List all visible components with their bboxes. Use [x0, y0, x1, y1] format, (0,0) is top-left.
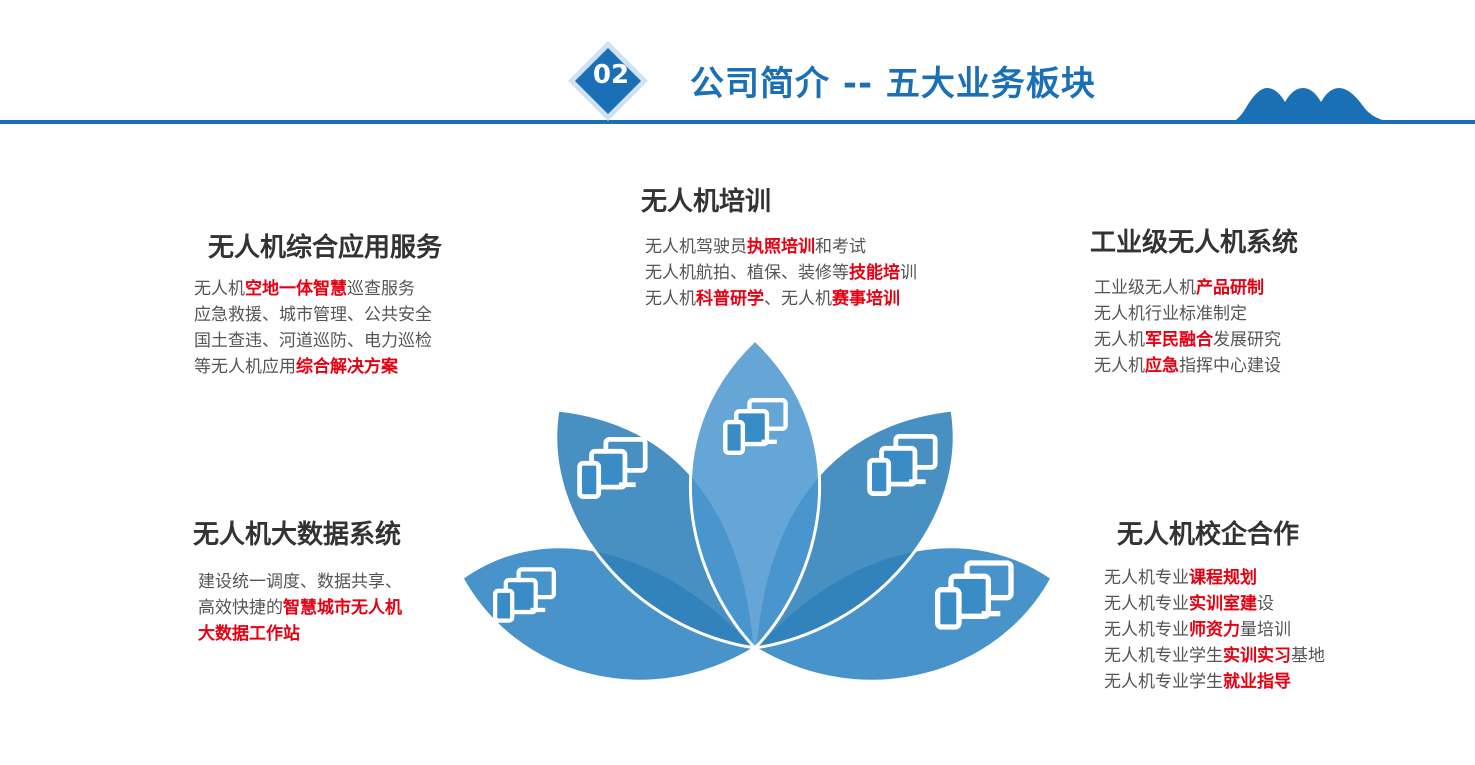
line-text: 基地 — [1291, 646, 1325, 666]
block-lines: 无人机空地一体智慧巡查服务应急救援、城市管理、公共安全国土查违、河道巡防、电力巡… — [194, 276, 442, 380]
block-line: 无人机行业标准制定 — [1094, 301, 1298, 327]
highlight-text: 军民融合 — [1145, 330, 1213, 350]
block-line: 无人机空地一体智慧巡查服务 — [194, 276, 442, 302]
line-text: 无人机专业 — [1104, 568, 1189, 588]
header-divider — [0, 120, 1475, 124]
block-lines: 工业级无人机产品研制无人机行业标准制定无人机军民融合发展研究无人机应急指挥中心建… — [1094, 275, 1298, 379]
block-line: 国土查违、河道巡防、电力巡检 — [194, 328, 442, 354]
mountain-decoration-icon — [1225, 88, 1410, 124]
line-text: 量培训 — [1240, 620, 1291, 640]
highlight-text: 实训实习 — [1223, 646, 1291, 666]
line-text: 无人机行业标准制定 — [1094, 304, 1247, 324]
block-industrial: 工业级无人机系统 工业级无人机产品研制无人机行业标准制定无人机军民融合发展研究无… — [1090, 222, 1298, 379]
highlight-text: 执照培训 — [747, 237, 815, 257]
block-line: 无人机军民融合发展研究 — [1094, 327, 1298, 353]
line-text: 国土查违、河道巡防、电力巡检 — [194, 331, 432, 351]
line-text: 无人机 — [194, 279, 245, 299]
line-text: 高效快捷的 — [198, 598, 283, 618]
block-line: 工业级无人机产品研制 — [1094, 275, 1298, 301]
highlight-text: 赛事培训 — [832, 289, 900, 309]
block-line: 建设统一调度、数据共享、 — [198, 569, 402, 595]
block-comprehensive: 无人机综合应用服务 无人机空地一体智慧巡查服务应急救援、城市管理、公共安全国土查… — [194, 227, 443, 380]
block-line: 高效快捷的智慧城市无人机 — [198, 595, 402, 621]
highlight-text: 技能培 — [849, 263, 900, 283]
block-line: 无人机专业学生实训实习基地 — [1104, 643, 1325, 669]
line-text: 无人机 — [645, 289, 696, 309]
block-line: 无人机航拍、植保、装修等技能培训 — [645, 260, 917, 286]
block-line: 无人机专业师资力量培训 — [1104, 617, 1325, 643]
block-line: 无人机科普研学、无人机赛事培训 — [645, 286, 917, 312]
block-lines: 无人机驾驶员执照培训和考试无人机航拍、植保、装修等技能培训无人机科普研学、无人机… — [645, 234, 917, 312]
block-title: 无人机大数据系统 — [193, 520, 402, 550]
block-title: 无人机校企合作 — [1117, 520, 1300, 550]
block-line: 无人机专业实训室建设 — [1104, 591, 1325, 617]
block-lines: 无人机专业课程规划无人机专业实训室建设无人机专业师资力量培训无人机专业学生实训实… — [1104, 565, 1325, 695]
line-text: 无人机专业 — [1104, 620, 1189, 640]
block-title: 无人机培训 — [641, 187, 772, 217]
block-line: 无人机驾驶员执照培训和考试 — [645, 234, 917, 260]
highlight-text: 智慧城市无人机 — [283, 598, 402, 618]
section-badge-icon — [568, 41, 648, 121]
line-text: 工业级无人机 — [1094, 278, 1196, 298]
line-text: 巡查服务 — [347, 279, 415, 299]
line-text: 等无人机应用 — [194, 357, 296, 377]
line-text: 无人机驾驶员 — [645, 237, 747, 257]
line-text: 、无人机 — [764, 289, 832, 309]
page-title: 公司简介 -- 五大业务板块 — [690, 64, 1096, 104]
lotus-diagram — [460, 337, 1054, 683]
section-number: 02 — [592, 60, 630, 90]
block-title: 工业级无人机系统 — [1090, 228, 1299, 258]
block-line: 无人机应急指挥中心建设 — [1094, 353, 1298, 379]
block-line: 无人机专业课程规划 — [1104, 565, 1325, 591]
block-line: 应急救援、城市管理、公共安全 — [194, 302, 442, 328]
line-text: 发展研究 — [1213, 330, 1281, 350]
block-line: 等无人机应用综合解决方案 — [194, 354, 442, 380]
line-text: 无人机专业学生 — [1104, 672, 1223, 692]
line-text: 无人机 — [1094, 356, 1145, 376]
highlight-text: 综合解决方案 — [296, 357, 398, 377]
highlight-text: 师资力 — [1189, 620, 1240, 640]
highlight-text: 课程规划 — [1189, 568, 1257, 588]
highlight-text: 产品研制 — [1196, 278, 1264, 298]
highlight-text: 科普研学 — [696, 289, 764, 309]
block-line: 大数据工作站 — [198, 621, 402, 647]
block-training: 无人机培训 无人机驾驶员执照培训和考试无人机航拍、植保、装修等技能培训无人机科普… — [641, 181, 917, 312]
block-school: 无人机校企合作 无人机专业课程规划无人机专业实训室建设无人机专业师资力量培训无人… — [1104, 514, 1325, 695]
line-text: 无人机 — [1094, 330, 1145, 350]
highlight-text: 大数据工作站 — [198, 624, 300, 644]
block-title: 无人机综合应用服务 — [208, 233, 443, 263]
line-text: 设 — [1257, 594, 1274, 614]
block-bigdata: 无人机大数据系统 建设统一调度、数据共享、高效快捷的智慧城市无人机大数据工作站 — [193, 514, 402, 647]
line-text: 应急救援、城市管理、公共安全 — [194, 305, 432, 325]
line-text: 无人机航拍、植保、装修等 — [645, 263, 849, 283]
line-text: 建设统一调度、数据共享、 — [198, 572, 402, 592]
line-text: 无人机专业 — [1104, 594, 1189, 614]
line-text: 训 — [900, 263, 917, 283]
block-lines: 建设统一调度、数据共享、高效快捷的智慧城市无人机大数据工作站 — [198, 569, 402, 647]
line-text: 无人机专业学生 — [1104, 646, 1223, 666]
highlight-text: 应急 — [1145, 356, 1179, 376]
line-text: 指挥中心建设 — [1179, 356, 1281, 376]
line-text: 和考试 — [815, 237, 866, 257]
block-line: 无人机专业学生就业指导 — [1104, 669, 1325, 695]
highlight-text: 就业指导 — [1223, 672, 1291, 692]
highlight-text: 空地一体智慧 — [245, 279, 347, 299]
highlight-text: 实训室建 — [1189, 594, 1257, 614]
